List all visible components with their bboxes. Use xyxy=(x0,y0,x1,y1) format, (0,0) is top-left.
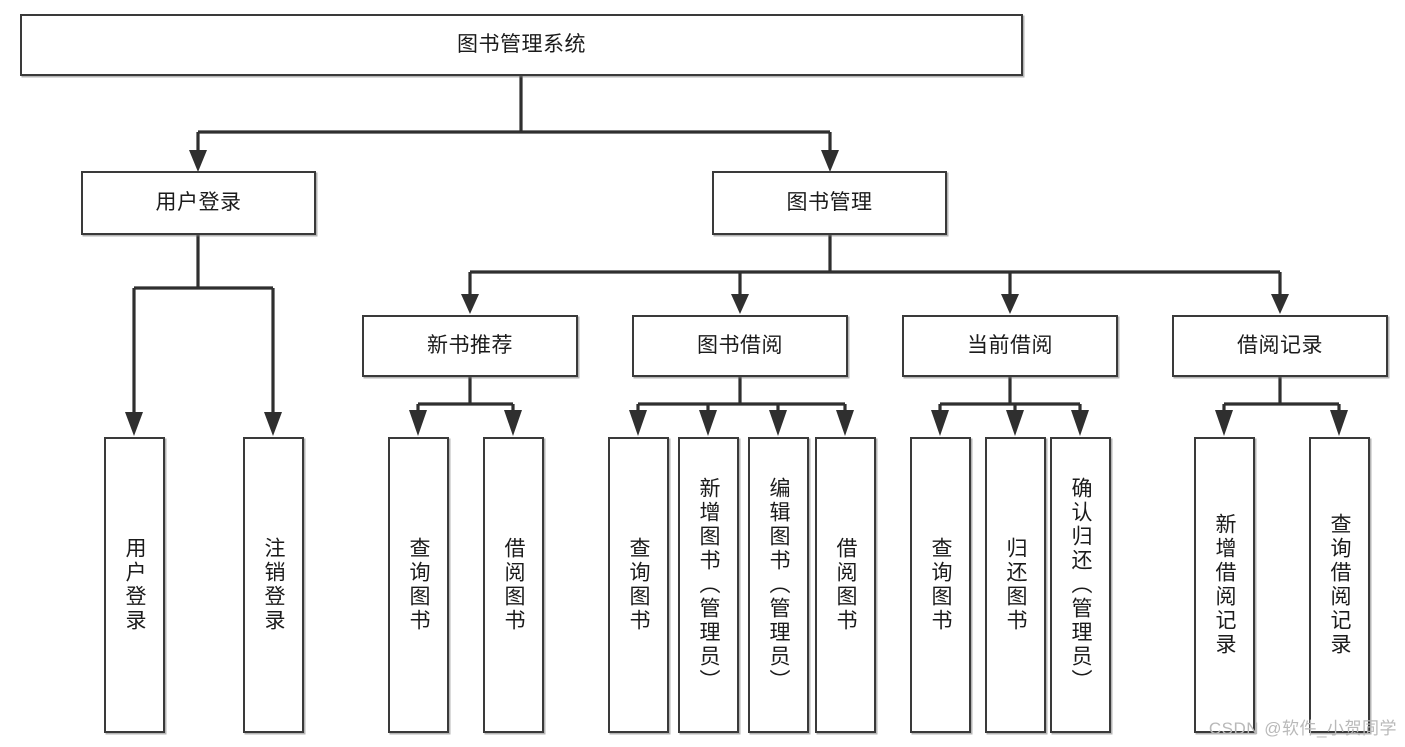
node-label-leaf-query-record: 查询借阅记录 xyxy=(1328,513,1351,657)
arrow-to-user-login xyxy=(189,150,207,172)
arrow-to-leaf-user-login xyxy=(125,412,143,436)
node-leaf-query-book-1[interactable]: 查询图书 xyxy=(388,437,449,733)
node-label-user-login: 用户登录 xyxy=(155,190,242,214)
arrow-to-current-borrow xyxy=(1001,294,1019,314)
node-book-manage[interactable]: 图书管理 xyxy=(712,171,947,235)
node-label-leaf-confirm-return: 确认归还（管理员） xyxy=(1069,477,1092,693)
node-label-leaf-user-login: 用户登录 xyxy=(123,537,146,633)
node-leaf-query-record[interactable]: 查询借阅记录 xyxy=(1309,437,1370,733)
node-label-leaf-edit-book: 编辑图书（管理员） xyxy=(767,477,790,693)
node-leaf-edit-book[interactable]: 编辑图书（管理员） xyxy=(748,437,809,733)
arrow-to-leaf-edit-book xyxy=(769,410,787,436)
node-label-new-book-recommend: 新书推荐 xyxy=(427,333,513,357)
node-label-book-borrow: 图书借阅 xyxy=(697,333,783,357)
arrow-to-leaf-query-book-1 xyxy=(409,410,427,436)
node-leaf-logout[interactable]: 注销登录 xyxy=(243,437,304,733)
node-label-book-manage: 图书管理 xyxy=(786,190,873,214)
node-leaf-query-book-3[interactable]: 查询图书 xyxy=(910,437,971,733)
arrow-to-leaf-return-book xyxy=(1006,410,1024,436)
node-label-leaf-query-book-2: 查询图书 xyxy=(627,537,650,633)
node-label-leaf-logout: 注销登录 xyxy=(262,537,285,633)
arrow-to-book-manage xyxy=(821,150,839,172)
arrow-to-leaf-confirm-return xyxy=(1071,410,1089,436)
arrow-to-book-borrow xyxy=(731,294,749,314)
node-label-borrow-record: 借阅记录 xyxy=(1237,333,1323,357)
arrow-to-leaf-borrow-book-2 xyxy=(836,410,854,436)
node-leaf-add-book[interactable]: 新增图书（管理员） xyxy=(678,437,739,733)
arrow-to-new-book-recommend xyxy=(461,294,479,314)
node-label-leaf-borrow-book-1: 借阅图书 xyxy=(502,537,525,633)
node-leaf-query-book-2[interactable]: 查询图书 xyxy=(608,437,669,733)
arrow-to-leaf-add-record xyxy=(1215,410,1233,436)
node-leaf-return-book[interactable]: 归还图书 xyxy=(985,437,1046,733)
node-borrow-record[interactable]: 借阅记录 xyxy=(1172,315,1388,377)
arrow-to-leaf-query-book-3 xyxy=(931,410,949,436)
arrow-to-leaf-query-record xyxy=(1330,410,1348,436)
node-book-borrow[interactable]: 图书借阅 xyxy=(632,315,848,377)
arrow-to-leaf-query-book-2 xyxy=(629,410,647,436)
node-label-leaf-query-book-3: 查询图书 xyxy=(929,537,952,633)
node-label-leaf-borrow-book-2: 借阅图书 xyxy=(834,537,857,633)
arrow-to-leaf-borrow-book-1 xyxy=(504,410,522,436)
node-leaf-confirm-return[interactable]: 确认归还（管理员） xyxy=(1050,437,1111,733)
node-user-login[interactable]: 用户登录 xyxy=(81,171,316,235)
arrow-to-leaf-add-book xyxy=(699,410,717,436)
node-label-root: 图书管理系统 xyxy=(457,32,586,56)
node-leaf-add-record[interactable]: 新增借阅记录 xyxy=(1194,437,1255,733)
node-label-leaf-return-book: 归还图书 xyxy=(1004,537,1027,633)
node-leaf-borrow-book-1[interactable]: 借阅图书 xyxy=(483,437,544,733)
node-label-leaf-add-book: 新增图书（管理员） xyxy=(697,477,720,693)
node-current-borrow[interactable]: 当前借阅 xyxy=(902,315,1118,377)
node-root-book-management-system[interactable]: 图书管理系统 xyxy=(20,14,1023,76)
node-label-leaf-add-record: 新增借阅记录 xyxy=(1213,513,1236,657)
node-new-book-recommend[interactable]: 新书推荐 xyxy=(362,315,578,377)
node-label-leaf-query-book-1: 查询图书 xyxy=(407,537,430,633)
node-leaf-user-login[interactable]: 用户登录 xyxy=(104,437,165,733)
node-label-current-borrow: 当前借阅 xyxy=(967,333,1053,357)
arrow-to-leaf-logout xyxy=(264,412,282,436)
connector-arrowheads xyxy=(125,150,1348,436)
node-leaf-borrow-book-2[interactable]: 借阅图书 xyxy=(815,437,876,733)
watermark-csdn: CSDN @软件_小贺同学 xyxy=(1208,719,1397,738)
arrow-to-borrow-record xyxy=(1271,294,1289,314)
